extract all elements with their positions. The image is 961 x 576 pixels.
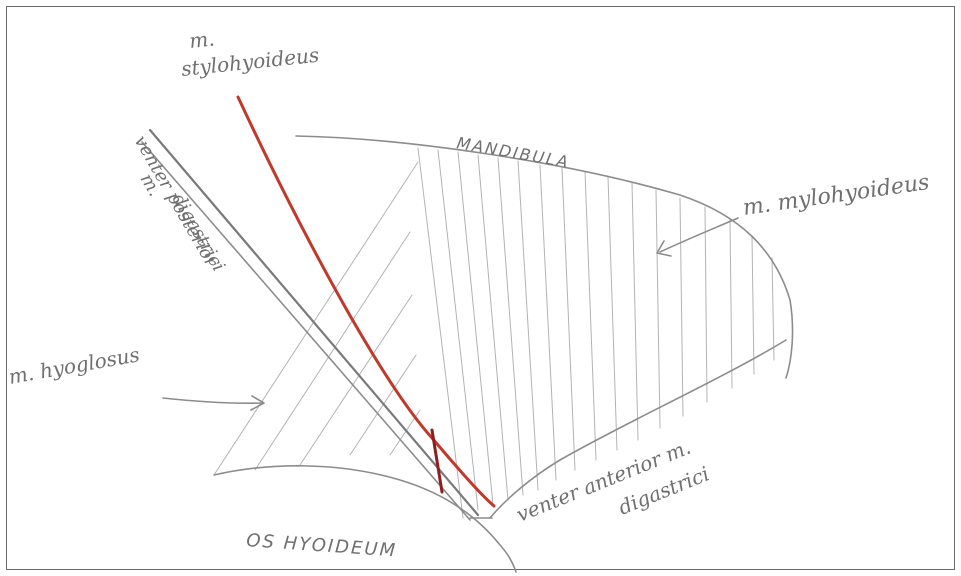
mandible-label: MANDIBULA <box>455 133 571 172</box>
hyoglossus-label: m. hyoglosus <box>7 342 142 389</box>
hyoglossus-arrow <box>163 396 264 410</box>
mylohyoid-arrow <box>657 218 738 256</box>
image-border <box>7 7 955 570</box>
mylohyoid-label: m. mylohyoideus <box>741 170 931 221</box>
posterior-belly-line-1 <box>150 130 478 515</box>
stylohyoid-label-m: m. <box>188 26 216 53</box>
hyoid-label: OS HYOIDEUM <box>246 530 398 561</box>
stylohyoid-muscle <box>238 97 494 506</box>
mylohyoid-hatching <box>214 148 774 518</box>
